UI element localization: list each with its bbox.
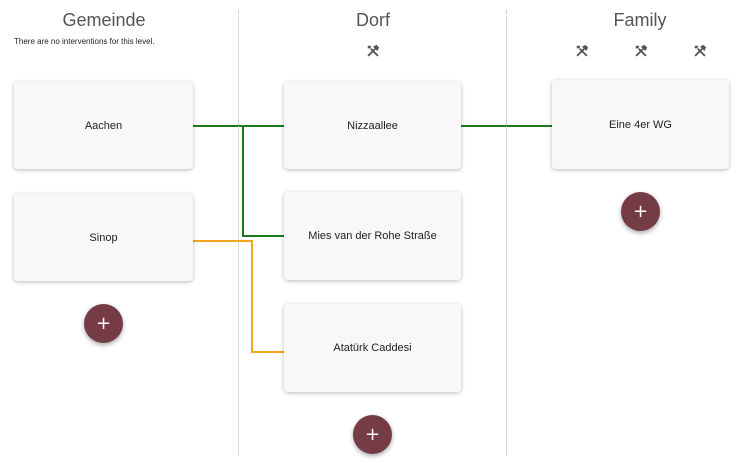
column-title-dorf: Dorf xyxy=(355,10,390,30)
column-divider xyxy=(238,10,239,455)
add-gemeinde-button[interactable]: + xyxy=(84,304,123,343)
card-sinop[interactable]: Sinop xyxy=(14,194,193,281)
card-ataturk-caddesi[interactable]: Atatürk Caddesi xyxy=(284,304,461,392)
card-eine-4er-wg[interactable]: Eine 4er WG xyxy=(552,80,729,169)
tools-icon[interactable] xyxy=(364,42,382,60)
card-aachen[interactable]: Aachen xyxy=(14,82,193,169)
column-divider xyxy=(506,10,507,455)
tools-icon[interactable] xyxy=(691,42,709,60)
card-label: Sinop xyxy=(89,231,118,244)
card-nizzaallee[interactable]: Nizzaallee xyxy=(284,82,461,169)
card-label: Mies van der Rohe Straße xyxy=(308,230,437,242)
tools-icon[interactable] xyxy=(573,42,591,60)
add-dorf-button[interactable]: + xyxy=(353,415,392,454)
connector-sinop-ataturk xyxy=(193,240,284,353)
card-label: Eine 4er WG xyxy=(609,118,672,131)
connector-aachen-mies xyxy=(242,126,284,237)
add-family-button[interactable]: + xyxy=(621,192,660,231)
column-title-family: Family xyxy=(613,10,667,30)
card-label: Aachen xyxy=(84,119,123,132)
card-label: Atatürk Caddesi xyxy=(333,342,412,354)
no-interventions-note: There are no interventions for this leve… xyxy=(14,37,155,46)
card-mies-van-der-rohe[interactable]: Mies van der Rohe Straße xyxy=(284,192,461,280)
tools-icon[interactable] xyxy=(632,42,650,60)
column-title-gemeinde: Gemeinde xyxy=(62,10,146,30)
card-label: Nizzaallee xyxy=(347,119,398,132)
